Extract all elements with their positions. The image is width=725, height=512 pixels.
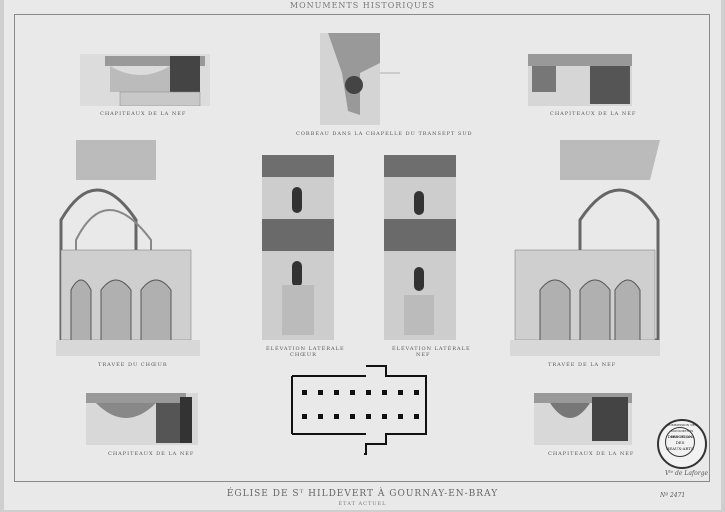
label-elevation-choir-1: ÉLÉVATION LATÉRALE [266,346,345,352]
label-elevation-choir-2: CHŒUR [290,352,317,358]
nave-bay-section [510,140,660,356]
plate-number: Nº 2471 [660,492,686,499]
label-corbel: CORBEAU DANS LA CHAPELLE DU TRANSEPT SUD [296,131,473,137]
floor-plan [291,365,427,455]
choir-bay-section [56,140,200,356]
label-choir-bay: TRAVÉE DU CHŒUR [98,362,168,368]
label-capital-bottom-right: CHAPITEAUX DE LA NEF [548,451,635,457]
elevation-choir [262,155,334,340]
signature: Vᵗᵉ de Laforge [665,470,708,477]
plate-title: ÉGLISE DE Sᵀ HILDEVERT À GOURNAY-EN-BRAY [226,489,499,499]
capital-drawing-bottom-right [534,393,632,445]
capital-drawing-top-left [80,54,210,106]
label-elevation-nave-2: NEF [416,352,431,358]
elevation-nave [384,155,456,340]
label-nave-bay: TRAVÉE DE LA NEF [548,362,617,368]
commission-stamp: COMMISSION DES MONUMENTS HISTORIQUES DIR… [657,419,707,469]
label-capital-top-left: CHAPITEAUX DE LA NEF [100,111,187,117]
capital-drawing-bottom-left [86,393,198,445]
label-elevation-nave-1: ÉLÉVATION LATÉRALE [392,346,471,352]
plate-subtitle: ÉTAT ACTUEL [338,501,387,507]
corbel-drawing [320,33,400,125]
label-capital-bottom-left: CHAPITEAUX DE LA NEF [108,451,195,457]
capital-drawing-top-right [528,54,632,106]
plate-header: MONUMENTS HISTORIQUES [289,1,436,10]
label-capital-top-right: CHAPITEAUX DE LA NEF [550,111,637,117]
plate-frame [14,14,710,482]
